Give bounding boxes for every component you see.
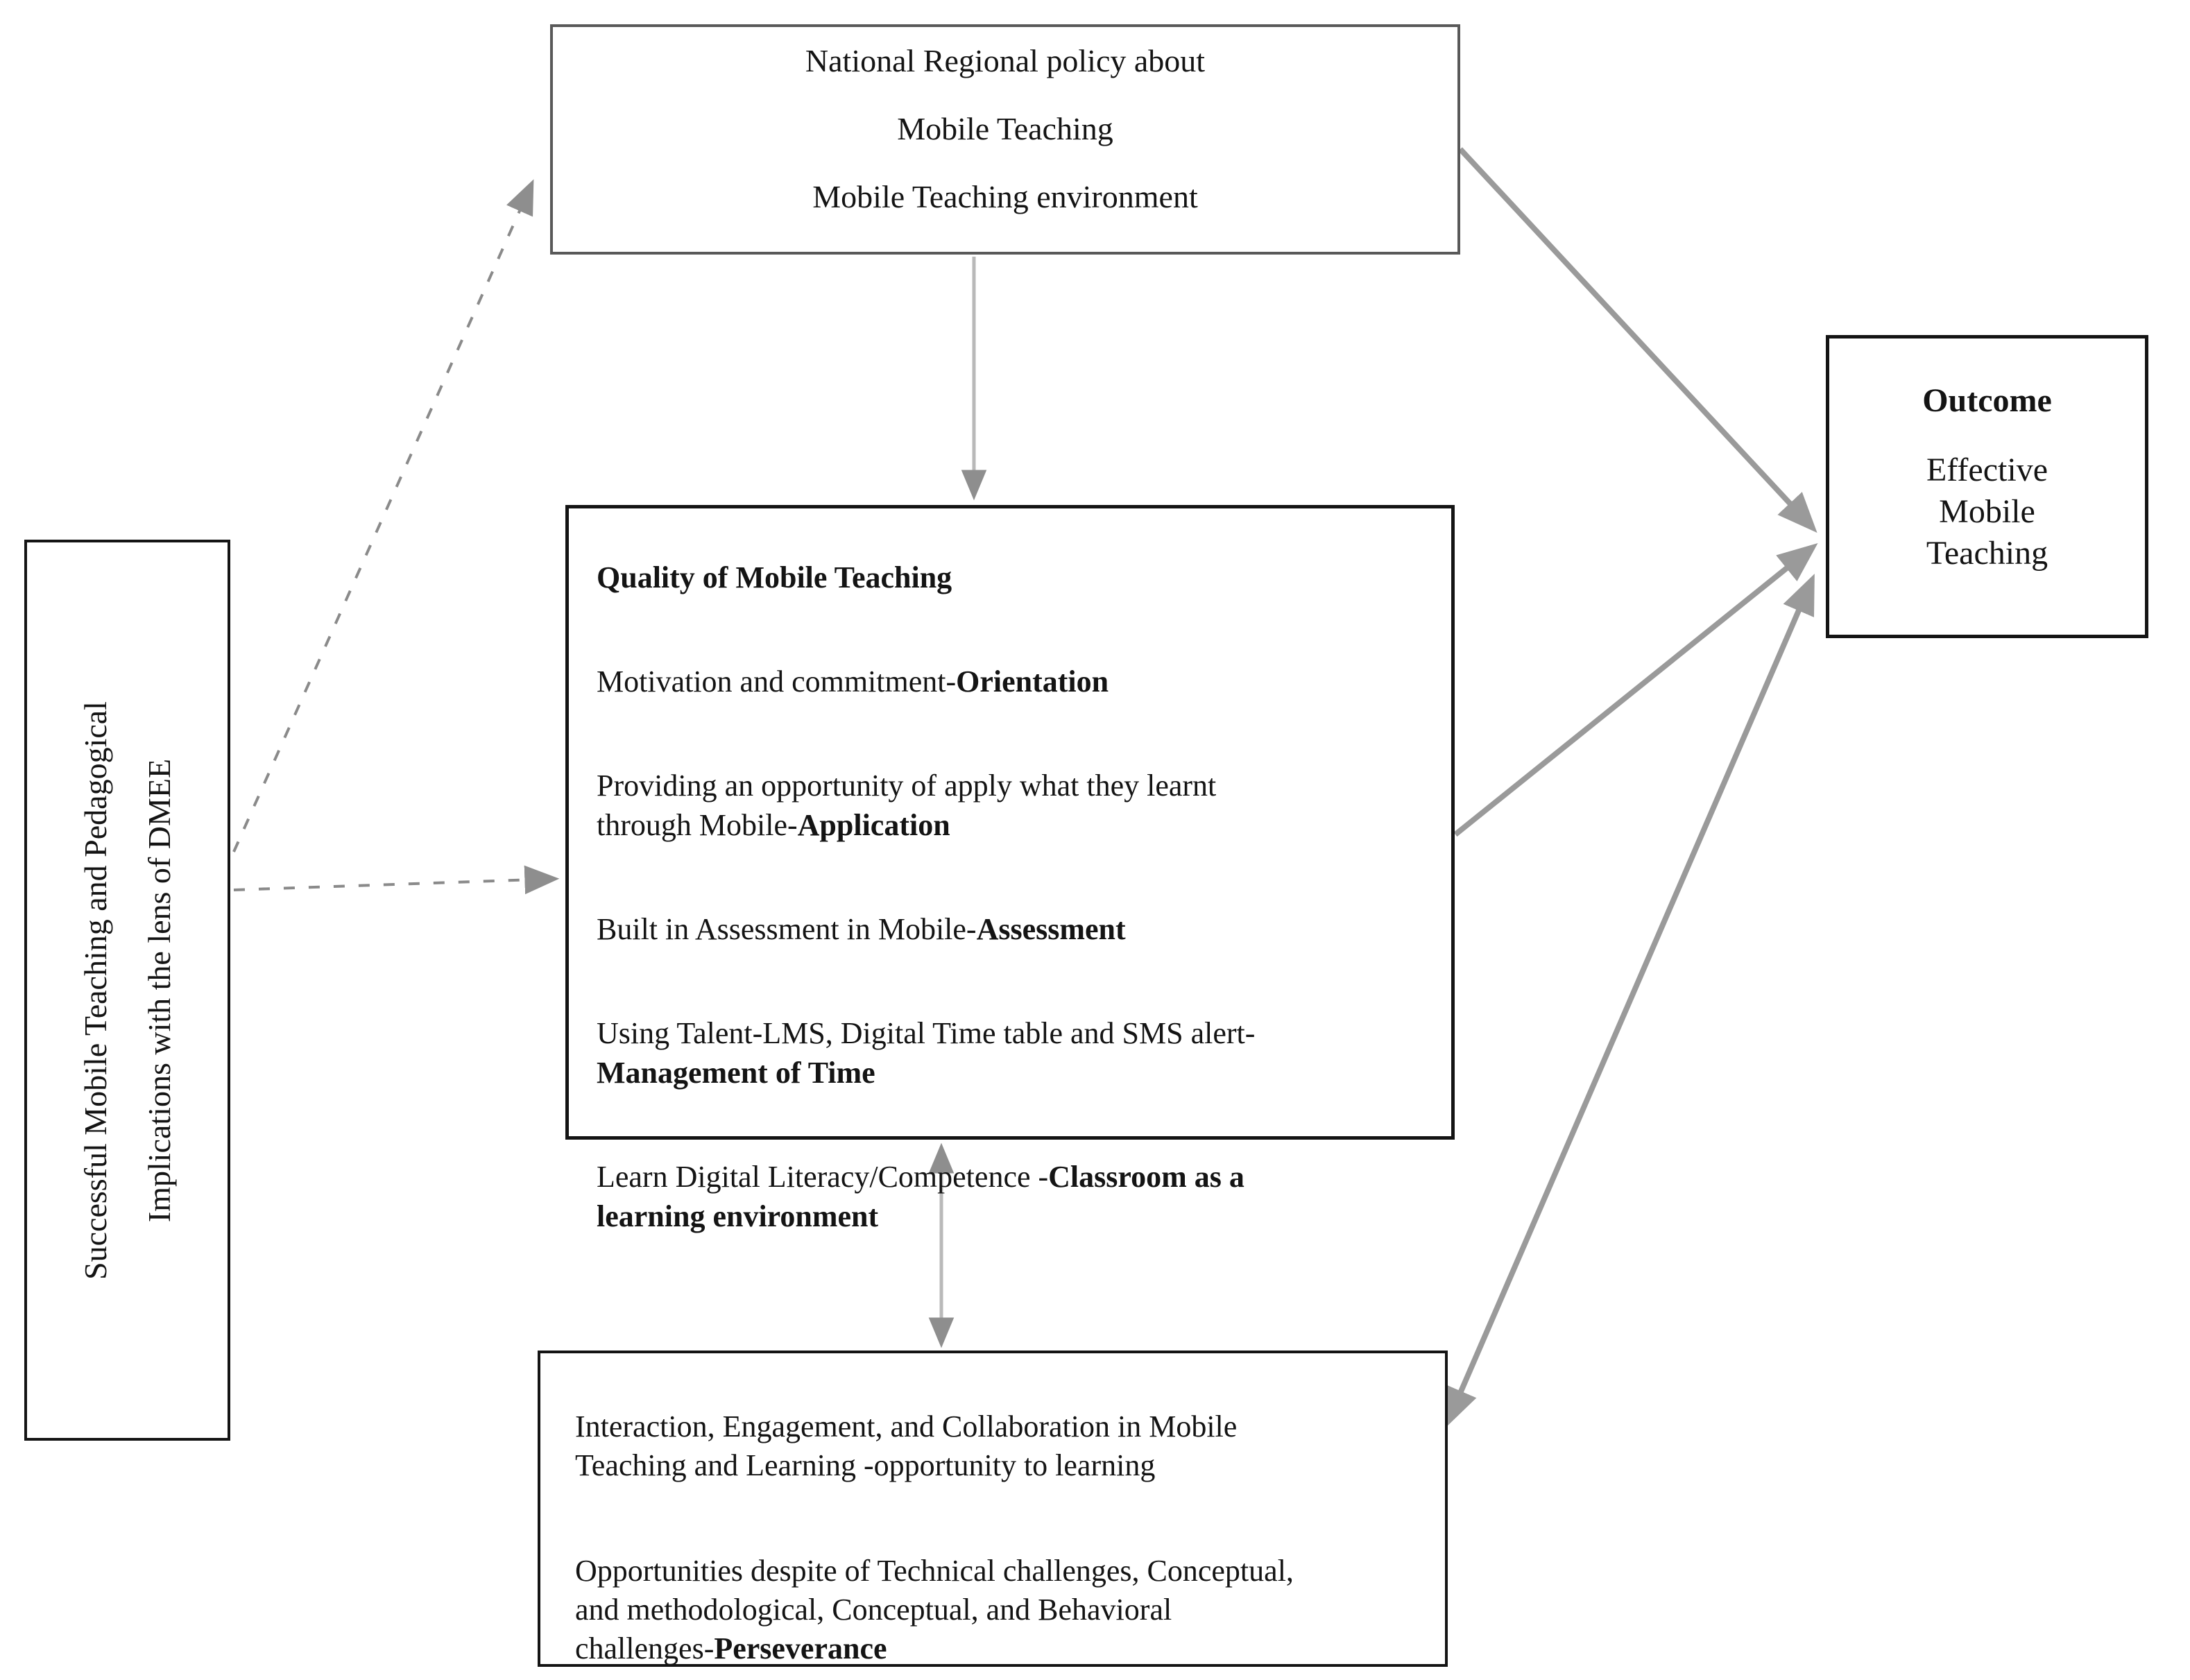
dashed-arrow-lens-to-quality: [233, 865, 560, 895]
outcome-title: Outcome: [1922, 382, 2052, 419]
quality-item-bold: Classroom as a learning environment: [597, 1160, 1244, 1233]
quality-item-regular: Learn Digital Literacy/Competence -: [597, 1160, 1049, 1194]
quality-item-bold: Management of Time: [597, 1056, 875, 1090]
interaction-paragraph-regular: Interaction, Engagement, and Collaborati…: [575, 1409, 1238, 1482]
quality-item: Providing an opportunity of apply what t…: [597, 726, 1425, 845]
outcome-box: Outcome Effective Mobile Teaching: [1826, 335, 2148, 638]
quality-item-regular: Motivation and commitment-: [597, 665, 957, 698]
quality-item-bold: Application: [797, 808, 950, 842]
lens-box: Successful Mobile Teaching and Pedagogic…: [24, 540, 230, 1441]
quality-box: Quality of Mobile Teaching Motivation an…: [565, 505, 1455, 1233]
quality-item: Using Talent-LMS, Digital Time table and…: [597, 974, 1425, 1092]
quality-item-bold: Orientation: [956, 665, 1109, 698]
outcome-body: Effective Mobile Teaching: [1926, 452, 2048, 572]
quality-item-regular: Providing an opportunity of apply what t…: [597, 769, 1217, 842]
quality-box-title: Quality of Mobile Teaching: [597, 518, 1425, 597]
policy-line: Mobile Teaching: [897, 111, 1113, 146]
dashed-arrow-lens-to-policy: [232, 179, 534, 852]
quality-item: Built in Assessment in Mobile-Assessment: [597, 870, 1425, 949]
quality-item-regular: Built in Assessment in Mobile-: [597, 912, 977, 946]
interaction-paragraph-regular: Opportunities despite of Technical chall…: [575, 1554, 1294, 1665]
quality-item: Learn Digital Literacy/Competence -Class…: [597, 1117, 1425, 1236]
policy-box: National Regional policy about Mobile Te…: [550, 24, 1460, 255]
quality-box-title-text: Quality of Mobile Teaching: [597, 560, 952, 594]
arrow-policy-to-outcome: [1458, 147, 1817, 533]
quality-item: Motivation and commitment-Orientation: [597, 622, 1425, 701]
quality-item-regular: Using Talent-LMS, Digital Time table and…: [597, 1016, 1256, 1050]
policy-line: Mobile Teaching environment: [812, 179, 1198, 214]
interaction-paragraph: Opportunities despite of Technical chall…: [575, 1513, 1417, 1668]
policy-line: National Regional policy about: [805, 43, 1206, 78]
quality-item-bold: Assessment: [976, 912, 1126, 946]
lens-box-text: Successful Mobile Teaching and Pedagogic…: [77, 701, 177, 1280]
arrow-quality-to-outcome: [1453, 542, 1818, 837]
interaction-paragraph-bold: Perseverance: [714, 1631, 887, 1665]
arrow-outcome-interaction-two-way: [1445, 574, 1815, 1428]
interaction-paragraph: Interaction, Engagement, and Collaborati…: [575, 1369, 1417, 1485]
interaction-box: Interaction, Engagement, and Collaborati…: [538, 1351, 1448, 1667]
